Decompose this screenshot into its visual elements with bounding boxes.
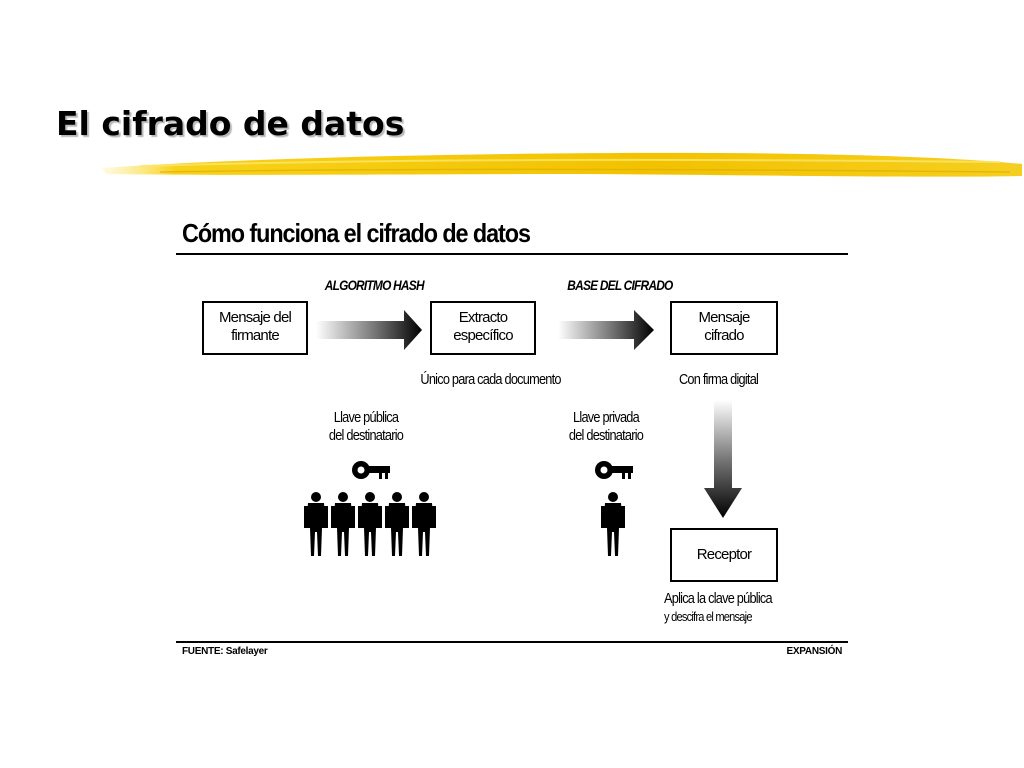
box-specific-extract-line2: específico — [453, 327, 513, 344]
figure-title: Cómo funciona el cifrado de datos — [182, 218, 531, 248]
slide-title: El cifrado de datos — [56, 104, 405, 143]
arrow-encrypt — [558, 310, 654, 350]
box-specific-extract: Extracto específico — [430, 301, 536, 355]
box-sender-message-line2: firmante — [231, 327, 280, 344]
caption-unique-per-document: Único para cada documento — [420, 371, 561, 388]
box-encrypted-message-line1: Mensaje — [698, 309, 750, 326]
caption-private-key: Llave privada del destinatario — [564, 409, 649, 445]
box-receiver: Receptor — [670, 528, 778, 582]
private-key-icon — [595, 461, 633, 479]
public-key-icon — [352, 461, 390, 479]
recipients-group-icon — [304, 492, 436, 556]
box-specific-extract-line1: Extracto — [458, 309, 508, 326]
box-encrypted-message: Mensaje cifrado — [670, 301, 778, 355]
box-encrypted-message-line2: cifrado — [704, 327, 744, 344]
caption-public-key-line2: del destinatario — [328, 427, 404, 444]
footer-source: FUENTE: Safelayer — [182, 646, 268, 657]
caption-digital-signature: Con firma digital — [678, 371, 759, 388]
sender-person-icon — [601, 492, 625, 556]
caption-private-key-line2: del destinatario — [568, 427, 644, 444]
bottom-rule — [176, 641, 848, 643]
arrow-hash — [316, 310, 422, 350]
caption-apply-public-key-line2: y descifra el mensaje — [664, 609, 753, 624]
caption-apply-public-key-line1: Aplica la clave pública — [664, 590, 773, 607]
diagram-graphics — [304, 310, 742, 556]
footer-publisher: EXPANSIÓN — [786, 646, 843, 657]
step-hash-algorithm: ALGORITMO HASH — [324, 277, 425, 293]
caption-public-key-line1: Llave pública — [333, 409, 399, 426]
box-sender-message: Mensaje del firmante — [202, 301, 308, 355]
box-sender-message-line1: Mensaje del — [218, 309, 292, 326]
arrow-to-receiver — [704, 400, 742, 518]
step-encryption-base: BASE DEL CIFRADO — [567, 277, 673, 293]
top-rule — [176, 253, 848, 255]
caption-public-key: Llave pública del destinatario — [324, 409, 409, 445]
encryption-diagram: Cómo funciona el cifrado de datos — [176, 210, 848, 665]
yellow-brush-stroke-decoration — [102, 152, 1022, 177]
caption-apply-public-key: Aplica la clave pública y descifra el me… — [664, 590, 773, 626]
box-receiver-line1: Receptor — [696, 546, 752, 563]
caption-private-key-line1: Llave privada — [573, 409, 640, 426]
